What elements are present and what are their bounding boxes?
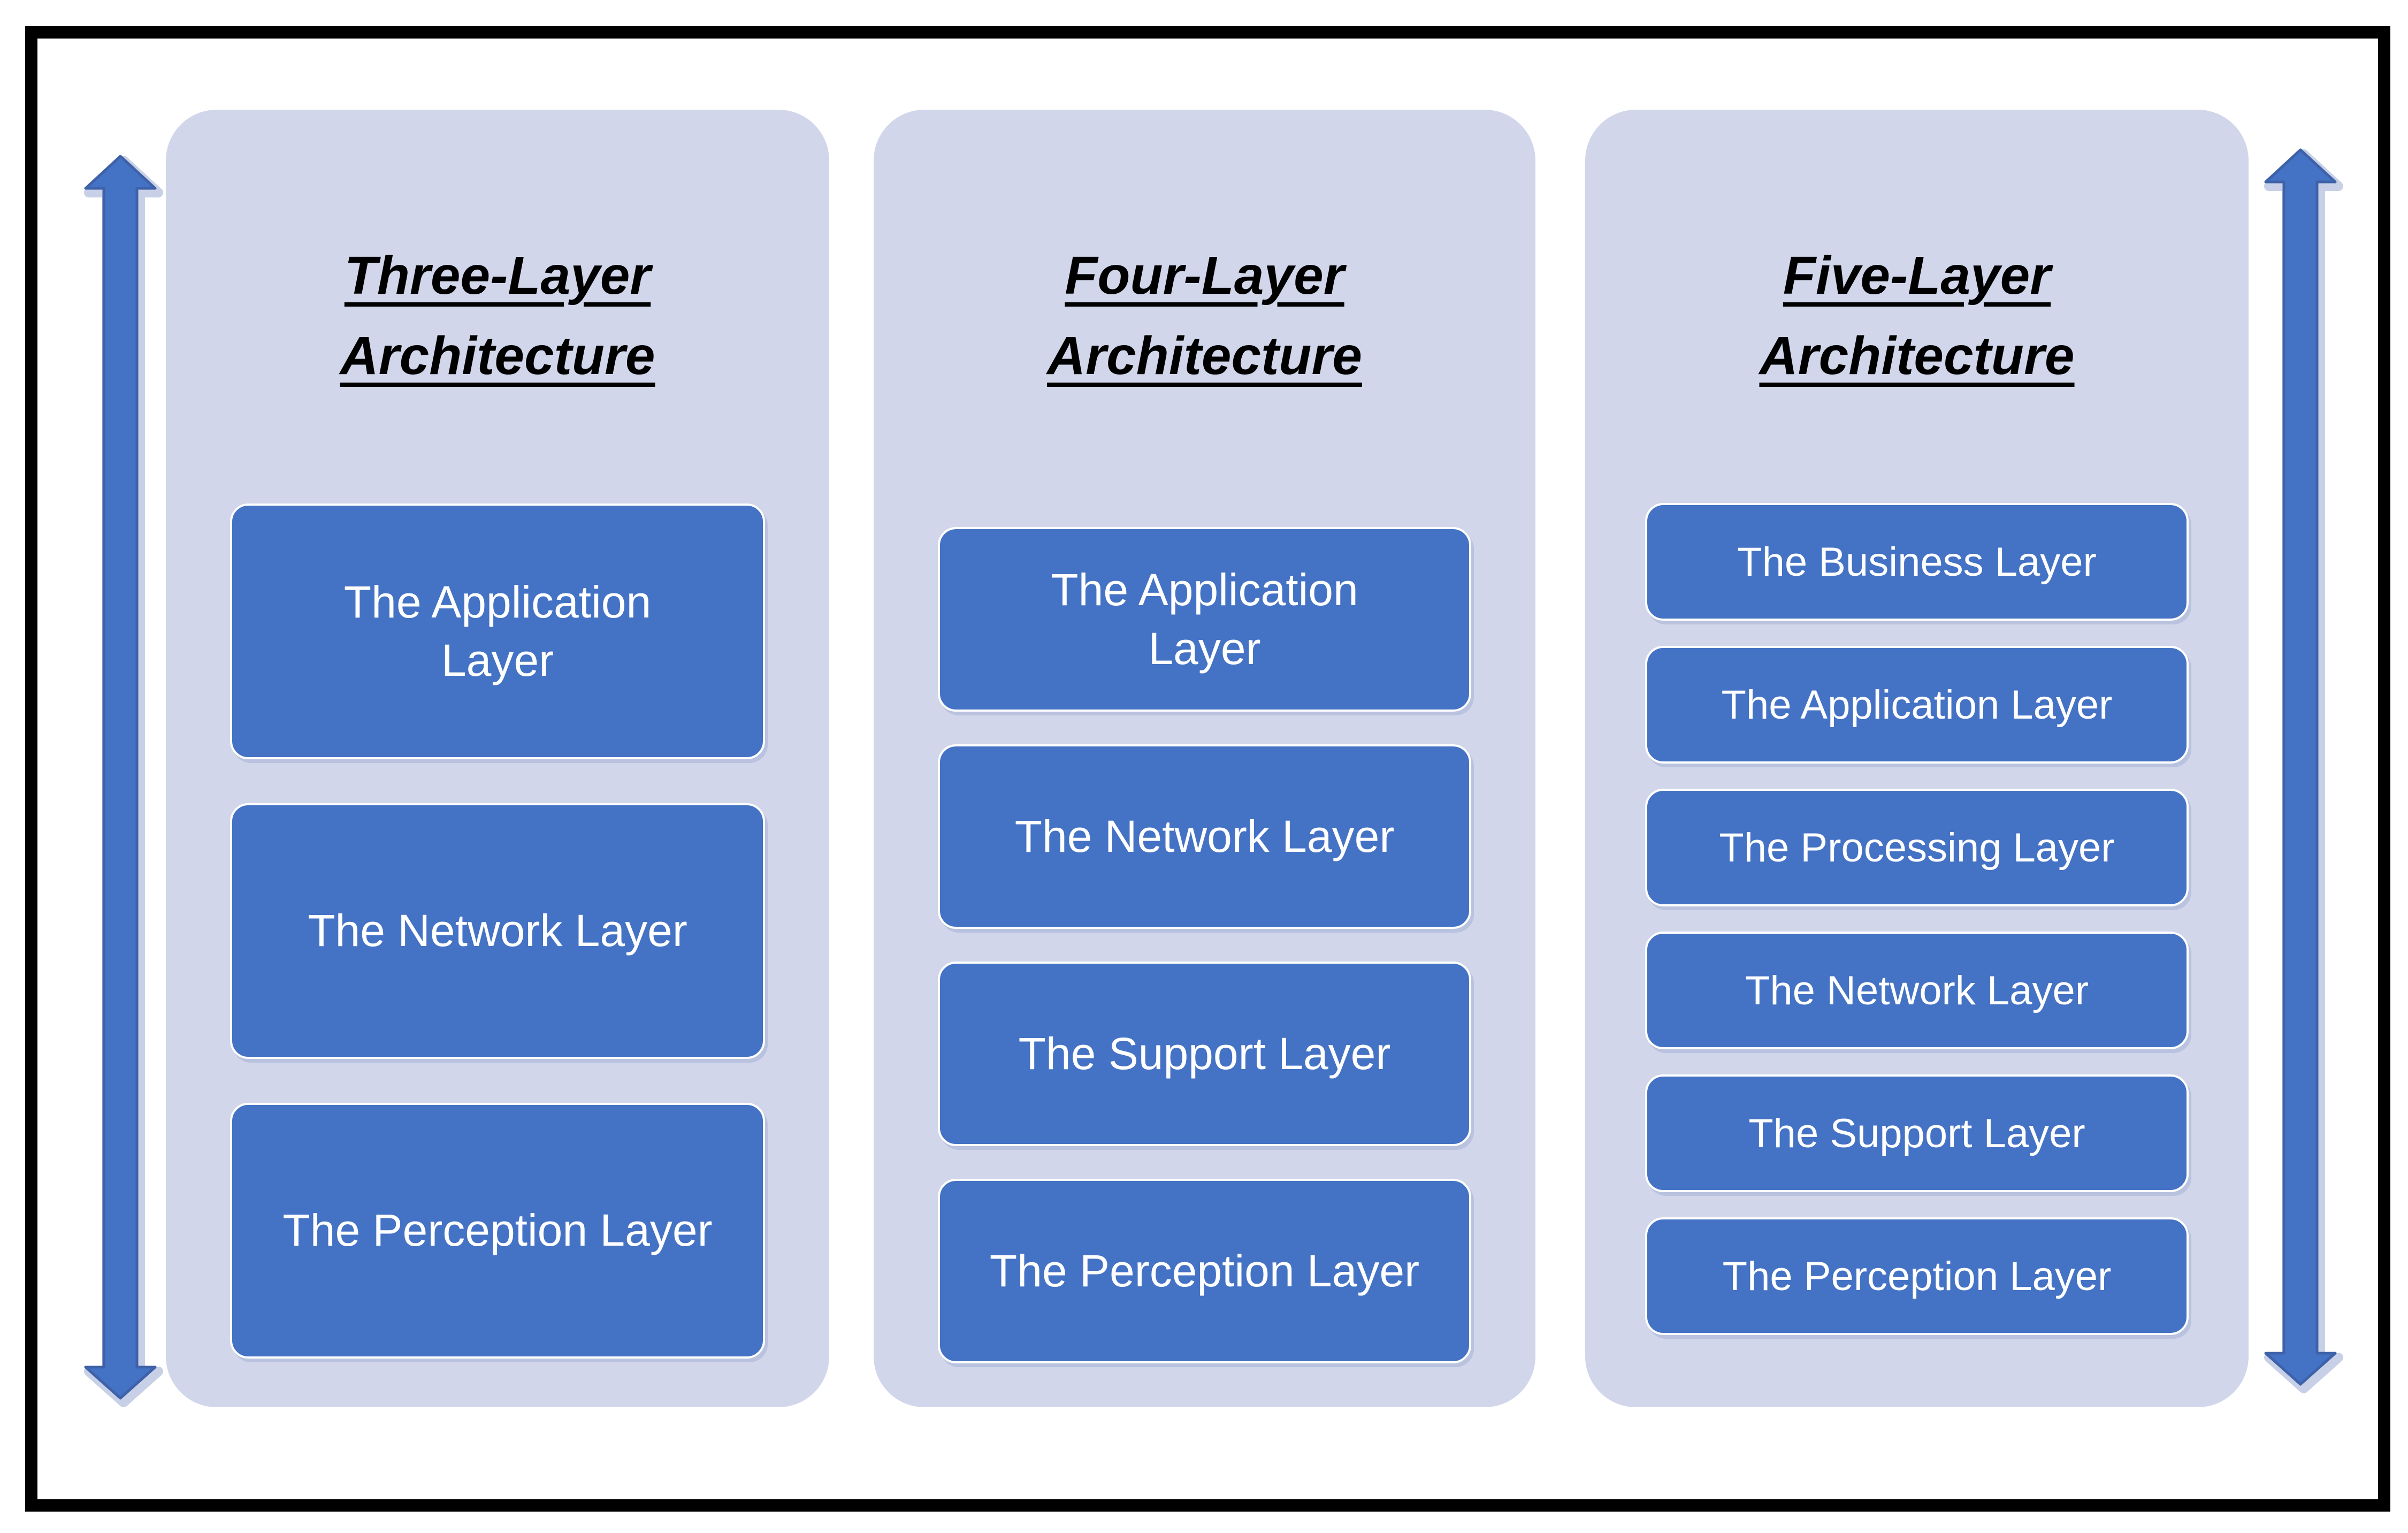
layer-box-network: The Network Layer <box>938 744 1471 929</box>
layer-label: The Network Layer <box>308 905 687 956</box>
panel-title: Three-Layer Architecture <box>340 246 655 386</box>
layer-box-perception: The Perception Layer <box>230 1103 765 1359</box>
layer-box-network: The Network Layer <box>1645 932 2189 1049</box>
layer-label: The Network Layer <box>1745 967 2089 1013</box>
layer-box-network: The Network Layer <box>230 803 765 1059</box>
diagram-frame <box>25 26 2390 1512</box>
layer-box-application: The Application Layer <box>938 527 1471 712</box>
layer-label: The Application Layer <box>343 576 652 685</box>
panel-title: Five-Layer Architecture <box>1759 246 2075 386</box>
layer-box-perception: The Perception Layer <box>938 1179 1471 1363</box>
layer-label: The Application Layer <box>1051 565 1358 674</box>
layer-box-support: The Support Layer <box>938 962 1471 1146</box>
layer-box-application: The Application Layer <box>230 504 765 759</box>
layer-box-business: The Business Layer <box>1645 503 2189 621</box>
layer-box-perception: The Perception Layer <box>1645 1217 2189 1335</box>
layer-label: The Support Layer <box>1018 1028 1391 1079</box>
layer-label: The Support Layer <box>1748 1110 2085 1156</box>
layer-box-support: The Support Layer <box>1645 1074 2189 1192</box>
layer-label: The Perception Layer <box>989 1245 1420 1296</box>
vertical-double-arrow-icon <box>84 155 163 1407</box>
layer-label: The Application Layer <box>1721 682 2113 728</box>
panel-three-layer-architecture: Three-Layer Architecture The Application… <box>166 110 829 1407</box>
vertical-double-arrow-icon <box>2264 148 2343 1393</box>
layer-box-processing: The Processing Layer <box>1645 789 2189 906</box>
panel-five-layer-architecture: Five-Layer Architecture The Business Lay… <box>1585 110 2249 1407</box>
layer-label: The Perception Layer <box>282 1205 713 1256</box>
layer-label: The Processing Layer <box>1719 825 2115 871</box>
layer-box-application: The Application Layer <box>1645 646 2189 764</box>
panel-four-layer-architecture: Four-Layer Architecture The Application … <box>874 110 1535 1407</box>
layer-label: The Perception Layer <box>1722 1253 2112 1299</box>
panel-title: Four-Layer Architecture <box>1046 246 1363 386</box>
layer-label: The Business Layer <box>1737 539 2097 585</box>
layer-label: The Network Layer <box>1014 811 1395 861</box>
